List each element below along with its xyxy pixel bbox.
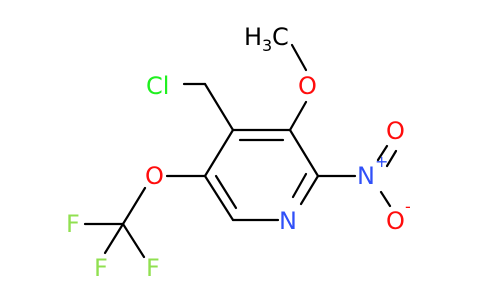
bond-c2-n1 — [299, 174, 320, 206]
bond-n-o-top-2 — [385, 149, 398, 168]
methyl-c: C — [272, 23, 289, 51]
methyl-subscript: 3 — [262, 36, 272, 55]
nitro-nitrogen: N — [357, 162, 375, 190]
nitro-oxygen-top: O — [386, 117, 405, 145]
ether-oxygen: O — [145, 162, 164, 190]
bond-c2-n1-inner — [291, 172, 308, 199]
bond-c3-c2 — [288, 128, 320, 178]
fluorine-1: F — [66, 210, 80, 238]
bond-oether-cf3 — [121, 186, 147, 226]
nitro-plus-charge: + — [375, 152, 388, 171]
bond-c5-c4 — [203, 128, 235, 178]
bond-n-o-top — [376, 144, 389, 162]
bonds — [83, 43, 398, 259]
methyl-h: H — [244, 23, 262, 51]
ring-nitrogen: N — [279, 207, 297, 235]
methoxy-oxygen: O — [298, 72, 317, 100]
nitro-oxygen-bottom: O — [386, 207, 405, 235]
bond-c6-c5 — [203, 174, 235, 222]
nitro-minus-charge: - — [405, 197, 411, 216]
bond-c3-o — [288, 100, 308, 132]
bond-cf3-f3 — [121, 222, 146, 259]
bond-n-o-bottom — [379, 190, 392, 208]
bond-c4-ch2 — [203, 82, 235, 132]
bond-o-ch3 — [290, 43, 308, 72]
fluorine-3: F — [146, 254, 160, 282]
atom-labels: H 3 C O Cl N N + O O - O F F F — [66, 23, 411, 282]
bond-cf3-f2 — [103, 222, 125, 255]
chlorine: Cl — [146, 72, 169, 100]
bond-c6-c5-inner — [214, 174, 238, 210]
fluorine-2: F — [94, 254, 108, 282]
